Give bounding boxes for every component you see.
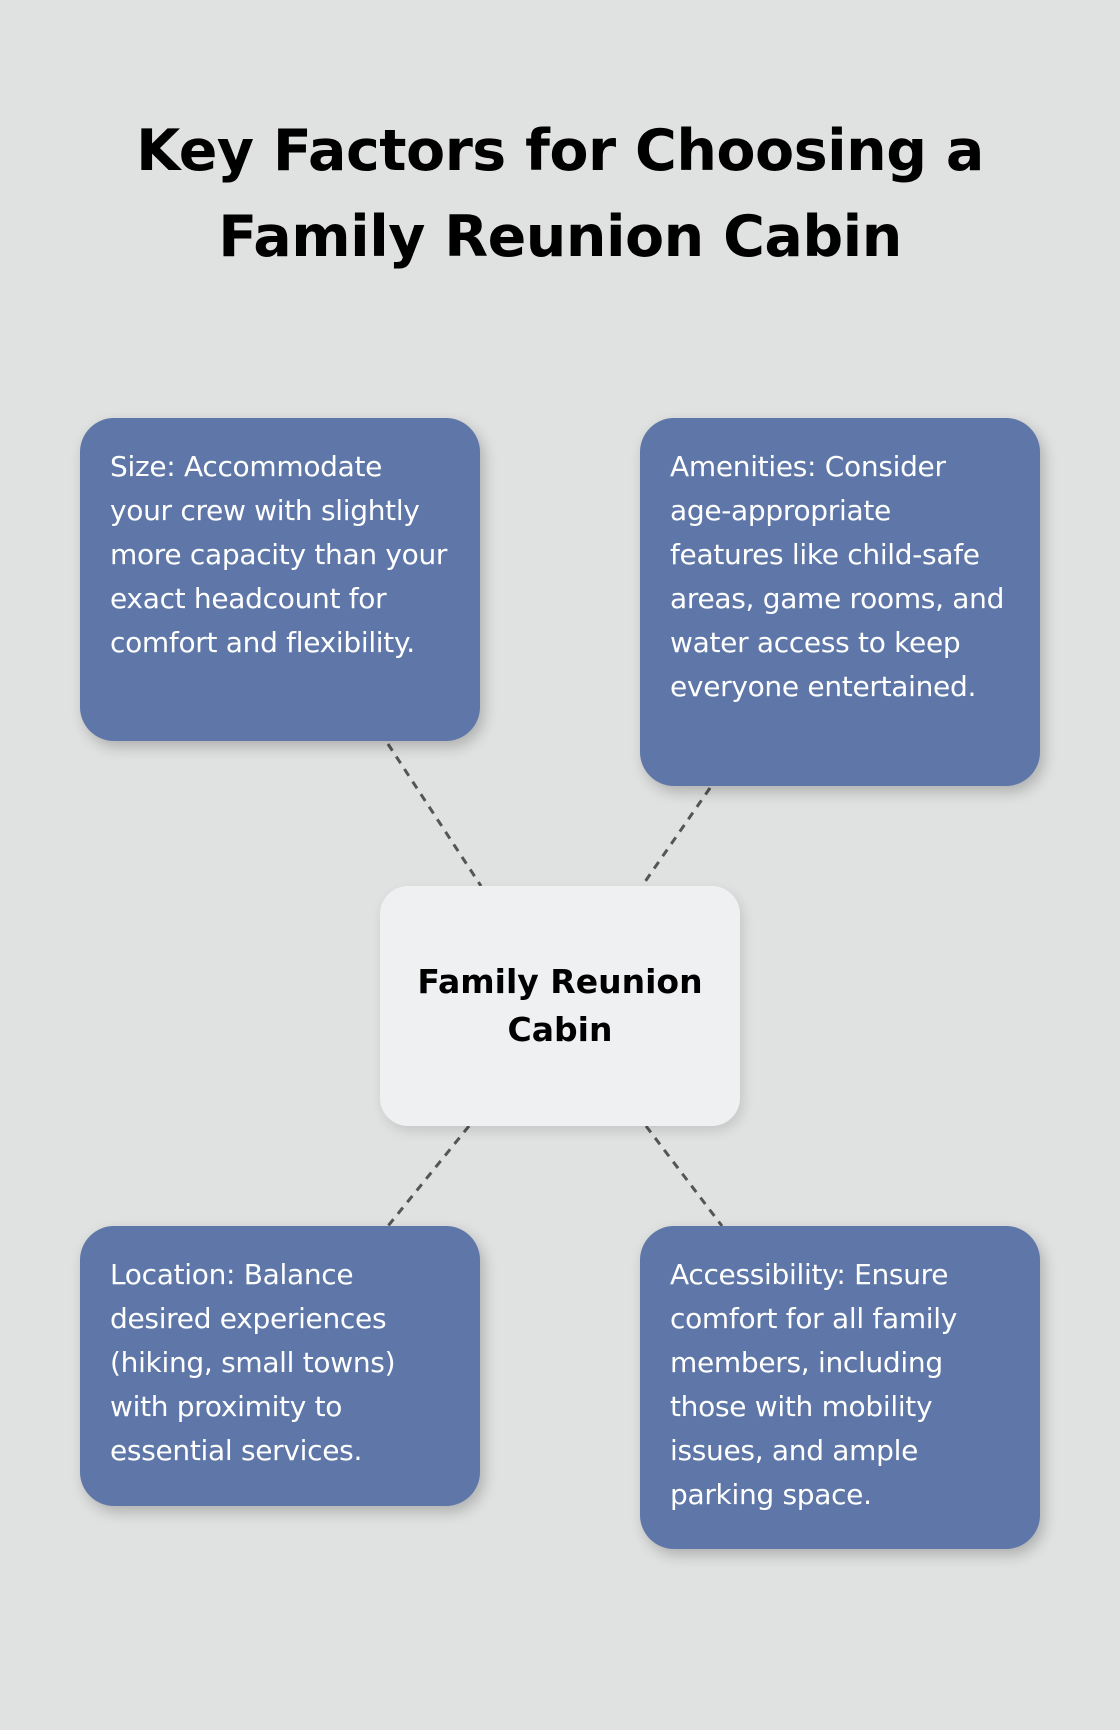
center-node: Family Reunion Cabin (380, 886, 740, 1126)
factor-text-amenities: Amenities: Consider age-appropriate feat… (670, 450, 1005, 703)
connector-location (386, 1125, 471, 1227)
factor-text-size: Size: Accommodate your crew with slightl… (110, 450, 448, 659)
factor-text-accessibility: Accessibility: Ensure comfort for all fa… (670, 1258, 958, 1511)
center-label: Family Reunion Cabin (417, 962, 703, 1049)
factor-card-size: Size: Accommodate your crew with slightl… (80, 418, 480, 741)
factor-card-accessibility: Accessibility: Ensure comfort for all fa… (640, 1226, 1040, 1549)
diagram-title: Key Factors for Choosing a Family Reunio… (136, 118, 984, 270)
factor-card-amenities: Amenities: Consider age-appropriate feat… (640, 418, 1040, 786)
connector-size (386, 743, 483, 887)
connector-accessibility (644, 1125, 724, 1227)
factor-card-location: Location: Balance desired experiences (h… (80, 1226, 480, 1506)
connector-amenities (640, 787, 712, 887)
factor-text-location: Location: Balance desired experiences (h… (110, 1258, 396, 1467)
